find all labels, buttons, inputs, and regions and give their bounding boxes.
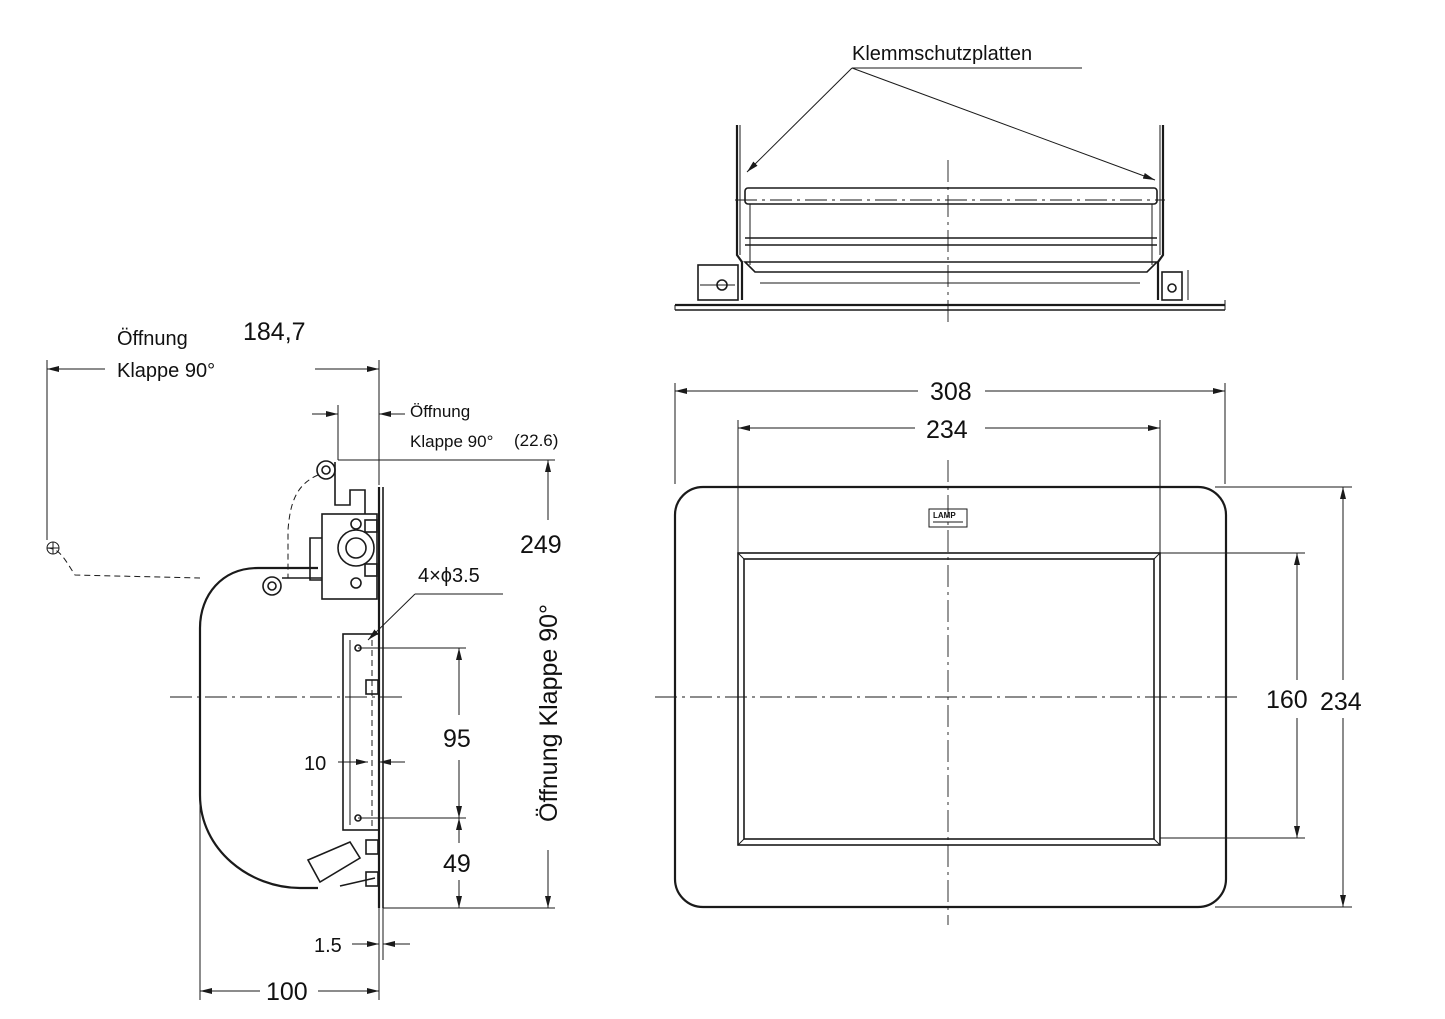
side-section-view: Öffnung Klappe 90° 184,7 Öffnung Klappe … [46, 318, 563, 1006]
opening-small-label-2: Klappe 90° [410, 432, 493, 451]
dim-100: 100 [266, 978, 308, 1006]
pinch-guard-plate-left [735, 125, 744, 300]
dim-1-5: 1.5 [314, 935, 342, 957]
dim-184-7: 184,7 [243, 318, 306, 346]
dim-308: 308 [930, 378, 972, 406]
pinch-guard-plate-right [1156, 125, 1165, 300]
opening-vertical-label: Öffnung Klappe 90° [535, 604, 563, 822]
opening-small-label-1: Öffnung [410, 402, 470, 421]
dim-95: 95 [443, 725, 471, 753]
pinch-guard-label: Klemmschutzplatten [852, 43, 1032, 65]
dim-249: 249 [520, 531, 562, 559]
opening-flap-label-2: Klappe 90° [117, 360, 215, 382]
front-plate-view: LAMP 308 234 160 234 [655, 378, 1362, 925]
flap-open-outline [198, 566, 318, 890]
dim-234-width: 234 [926, 416, 968, 444]
top-elevation-view: Klemmschutzplatten [674, 43, 1226, 325]
opening-frame [737, 552, 1161, 846]
dim-234-height: 234 [1320, 688, 1362, 716]
dim-22-6: (22.6) [514, 431, 558, 450]
dim-49: 49 [443, 850, 471, 878]
brand-logo: LAMP [933, 511, 956, 520]
dim-160: 160 [1266, 686, 1308, 714]
holes-label: 4×ϕ3.5 [418, 565, 480, 587]
opening-flap-label-1: Öffnung [117, 328, 188, 350]
dim-10: 10 [304, 753, 326, 775]
